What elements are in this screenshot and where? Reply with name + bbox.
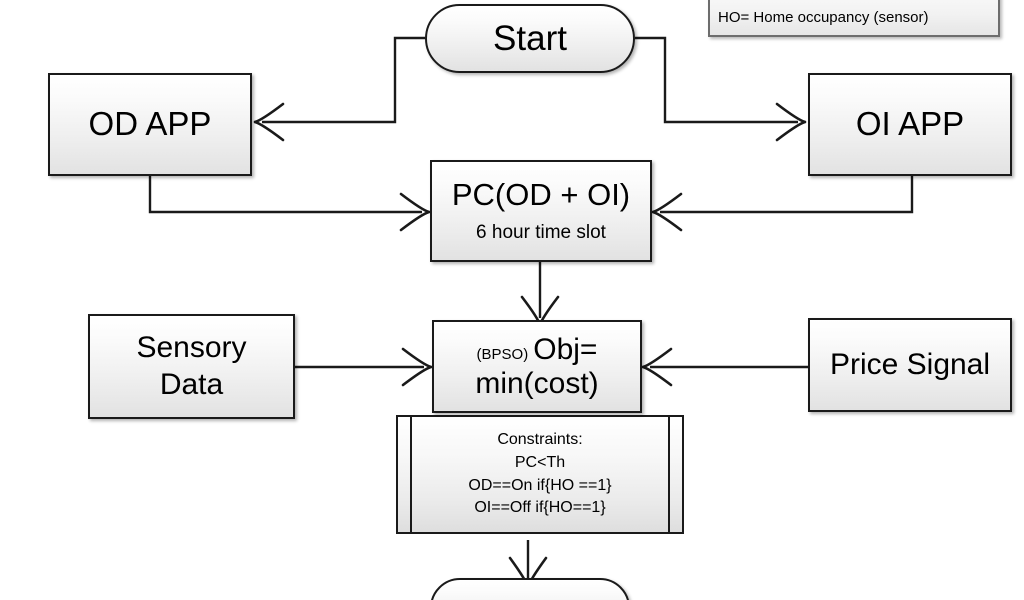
node-pc-title: PC(OD + OI) <box>451 176 631 212</box>
node-objective-algorithm-tag: (BPSO) <box>476 345 529 363</box>
node-objective-line2: min(cost) <box>475 366 599 400</box>
node-od-app[interactable]: OD APP <box>48 73 252 176</box>
legend-box: Th=User Defined Threshold HO= Home occup… <box>708 0 1000 37</box>
predefined-process-left-bar <box>410 417 412 532</box>
node-sensory-line2: Data <box>159 367 224 401</box>
edge-start-to-oi-app <box>635 36 798 124</box>
edge-sensory-to-objective-arrowhead <box>401 347 433 387</box>
node-constraints[interactable]: Constraints: PC<Th OD==On if{HO ==1} OI=… <box>396 415 684 534</box>
edge-start-to-od-app-arrowhead <box>253 102 285 142</box>
node-objective-obj-text: Obj= <box>533 332 598 366</box>
edge-od-app-to-pc <box>148 176 422 214</box>
node-pc-subtitle: 6 hour time slot <box>476 222 606 244</box>
node-sensory-data[interactable]: Sensory Data <box>88 314 295 419</box>
node-objective-function[interactable]: (BPSO) Obj= min(cost) <box>432 320 642 413</box>
node-constraints-rule-oi: OI==Off if{HO==1} <box>474 499 606 517</box>
predefined-process-right-bar <box>668 417 670 532</box>
node-start-label: Start <box>493 18 567 58</box>
edge-oi-app-to-pc <box>660 176 914 214</box>
node-oi-app-label: OI APP <box>855 105 965 143</box>
node-price-label: Price Signal <box>829 348 991 382</box>
node-sensory-line1: Sensory <box>136 330 247 364</box>
node-constraints-rule-od: OD==On if{HO ==1} <box>468 476 612 494</box>
legend-line-threshold: Th=User Defined Threshold <box>718 0 998 7</box>
edge-od-app-to-pc-arrowhead <box>399 192 431 232</box>
node-power-consumption[interactable]: PC(OD + OI) 6 hour time slot <box>430 160 652 262</box>
node-bottom-terminator[interactable] <box>430 578 630 600</box>
edge-price-to-objective-arrowhead <box>641 347 673 387</box>
node-price-signal[interactable]: Price Signal <box>808 318 1012 412</box>
node-start[interactable]: Start <box>425 4 635 73</box>
node-constraints-rule-pc: PC<Th <box>514 453 566 471</box>
node-objective-line1: (BPSO) Obj= <box>476 332 598 366</box>
legend-line-occupancy: HO= Home occupancy (sensor) <box>718 8 929 26</box>
edge-start-to-oi-app-arrowhead <box>775 102 807 142</box>
edge-oi-app-to-pc-arrowhead <box>651 192 683 232</box>
edge-start-to-od-app <box>262 36 425 124</box>
node-od-app-label: OD APP <box>88 105 212 143</box>
node-oi-app[interactable]: OI APP <box>808 73 1012 176</box>
node-constraints-heading: Constraints: <box>497 431 583 449</box>
